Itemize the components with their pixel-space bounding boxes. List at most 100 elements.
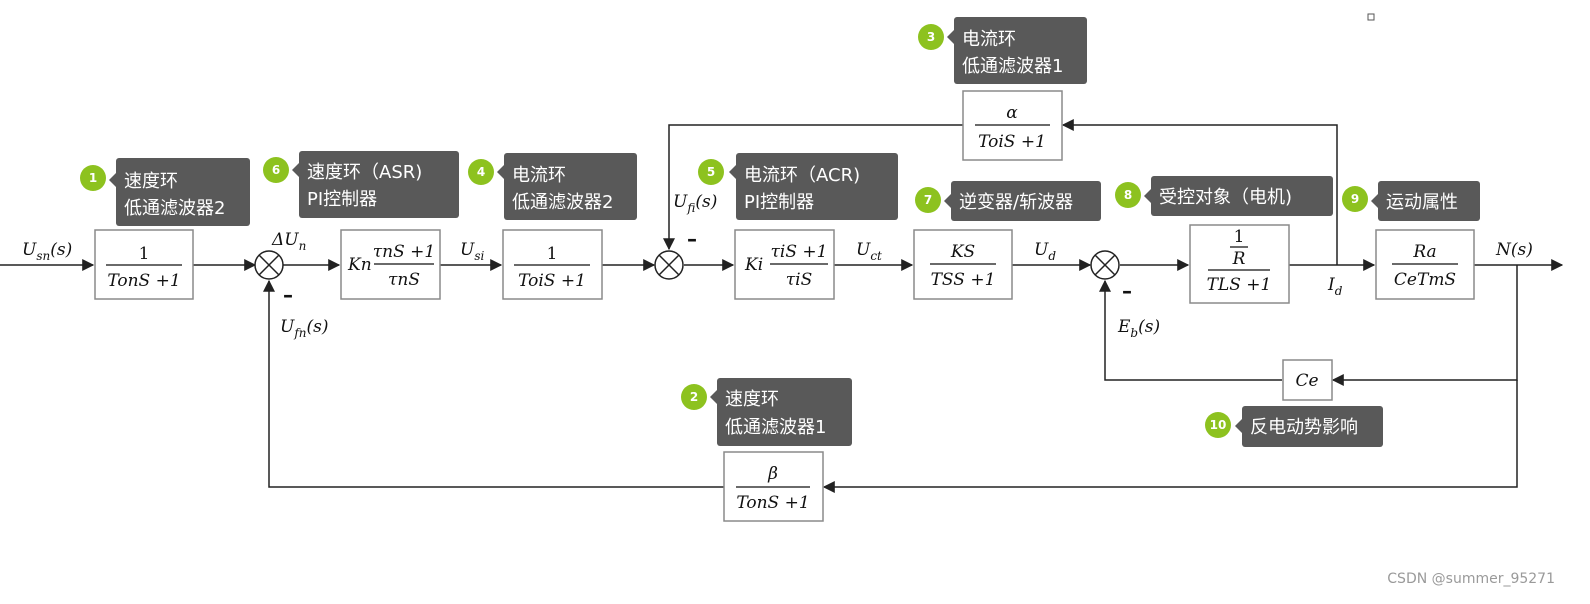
summing-junction-current — [654, 250, 684, 280]
signal-ns: N(s) — [1495, 240, 1533, 260]
corner-marker-icon — [1367, 13, 1375, 21]
callout-badge — [915, 187, 941, 213]
svg-text:低通滤波器2: 低通滤波器2 — [124, 198, 225, 219]
wire-id-to-cfilter1 — [1061, 119, 1338, 265]
svg-text:低通滤波器2: 低通滤波器2 — [512, 192, 613, 213]
svg-text:6: 6 — [272, 163, 280, 177]
callout-badge — [1342, 186, 1368, 212]
minus-sign-voltage: – — [1122, 279, 1132, 303]
callout-badge — [918, 24, 944, 50]
block-denominator: CeTmS — [1394, 270, 1456, 290]
callout-badge — [80, 165, 106, 191]
block-denominator: TonS +1 — [736, 493, 809, 513]
svg-text:速度环（ASR): 速度环（ASR) — [307, 162, 422, 183]
block-prefix: Ki — [744, 255, 763, 275]
svg-text:Id: Id — [1327, 275, 1343, 298]
svg-text:Usn(s): Usn(s) — [22, 240, 72, 263]
wire-sfilter1-to-sum1 — [263, 279, 724, 488]
block-numerator: 1 — [547, 244, 558, 264]
svg-text:速度环: 速度环 — [124, 171, 178, 192]
block-speed-filter-2: 1 TonS +1 — [94, 229, 194, 300]
svg-text:Usi: Usi — [460, 240, 484, 263]
callout-badge — [698, 159, 724, 185]
wire-ce-to-sum3 — [1099, 279, 1282, 381]
signal-eb: Eb(s) — [1117, 317, 1160, 340]
svg-text:7: 7 — [924, 193, 932, 207]
block-numerator: Ra — [1412, 242, 1436, 262]
svg-text:Ud: Ud — [1034, 240, 1056, 263]
svg-text:Ufi(s): Ufi(s) — [673, 192, 717, 215]
svg-text:Ufn(s): Ufn(s) — [280, 317, 329, 340]
block-denominator: τiS — [786, 270, 813, 290]
svg-text:电流环: 电流环 — [962, 29, 1016, 50]
svg-text:Uct: Uct — [856, 240, 882, 263]
callout-2: 2 速度环 低通滤波器1 — [681, 378, 852, 446]
block-numerator: τnS +1 — [373, 242, 435, 262]
callout-3: 3 电流环 低通滤波器1 — [918, 17, 1087, 84]
svg-text:PI控制器: PI控制器 — [307, 189, 377, 210]
callout-badge — [1115, 182, 1141, 208]
svg-text:反电动势影响: 反电动势影响 — [1250, 417, 1358, 438]
summing-junction-speed — [254, 250, 284, 280]
svg-text:8: 8 — [1124, 188, 1132, 202]
signal-uct: Uct — [856, 240, 882, 263]
svg-text:4: 4 — [477, 165, 485, 179]
block-numerator: β — [767, 464, 778, 484]
svg-text:Eb(s): Eb(s) — [1117, 317, 1160, 340]
minus-sign-current: – — [687, 227, 697, 251]
block-denominator: TLS +1 — [1207, 275, 1272, 295]
block-numerator-bottom: R — [1232, 249, 1246, 269]
block-current-filter-1: α ToiS +1 — [962, 90, 1063, 161]
signal-usi: Usi — [460, 240, 484, 263]
callout-1: 1 速度环 低通滤波器2 — [80, 158, 250, 226]
wires — [0, 119, 1564, 493]
callout-10: 10 反电动势影响 — [1205, 406, 1383, 447]
callout-4: 4 电流环 低通滤波器2 — [468, 153, 637, 220]
svg-text:3: 3 — [927, 30, 935, 44]
svg-text:速度环: 速度环 — [725, 389, 779, 410]
wire-n-to-sfilter1 — [822, 380, 1518, 493]
minus-sign-speed: – — [283, 283, 293, 307]
signal-id: Id — [1327, 275, 1343, 298]
svg-text:1: 1 — [89, 171, 97, 185]
svg-text:9: 9 — [1351, 192, 1359, 206]
callout-badge — [681, 384, 707, 410]
block-denominator: ToiS +1 — [978, 132, 1046, 152]
block-numerator: α — [1006, 103, 1018, 123]
block-motion: Ra CeTmS — [1375, 229, 1475, 300]
callout-5: 5 电流环（ACR) PI控制器 — [698, 153, 898, 220]
svg-text:PI控制器: PI控制器 — [744, 192, 814, 213]
svg-text:低通滤波器1: 低通滤波器1 — [725, 417, 826, 438]
block-motor: 1 R TLS +1 — [1189, 224, 1290, 304]
callout-7: 7 逆变器/斩波器 — [915, 181, 1101, 221]
callout-badge — [1205, 412, 1231, 438]
block-asr-pi: Kn τnS +1 τnS — [340, 229, 441, 300]
signal-ufn: Ufn(s) — [280, 317, 329, 340]
svg-text:受控对象（电机): 受控对象（电机) — [1159, 187, 1292, 208]
svg-text:10: 10 — [1210, 418, 1227, 432]
block-numerator: τiS +1 — [771, 242, 828, 262]
callout-badge — [263, 157, 289, 183]
signal-ufi: Ufi(s) — [673, 192, 717, 215]
signal-ud: Ud — [1034, 240, 1056, 263]
svg-text:电流环（ACR): 电流环（ACR) — [744, 165, 860, 186]
block-prefix: Kn — [347, 255, 372, 275]
block-numerator: 1 — [139, 244, 150, 264]
block-acr-pi: Ki τiS +1 τiS — [734, 229, 835, 300]
block-denominator: ToiS +1 — [518, 271, 586, 291]
block-label: Ce — [1295, 371, 1318, 391]
svg-text:低通滤波器1: 低通滤波器1 — [962, 56, 1063, 77]
callout-9: 9 运动属性 — [1342, 181, 1480, 221]
watermark: CSDN @summer_95271 — [1387, 571, 1555, 587]
signal-delta-un: ΔUn — [271, 230, 306, 253]
block-speed-filter-1: β TonS +1 — [723, 451, 824, 522]
block-numerator: KS — [950, 242, 975, 262]
block-current-filter-2: 1 ToiS +1 — [502, 229, 603, 300]
signal-usn: Usn(s) — [22, 240, 72, 263]
svg-text:运动属性: 运动属性 — [1386, 192, 1458, 213]
svg-text:逆变器/斩波器: 逆变器/斩波器 — [959, 192, 1073, 213]
wire-cfilter1-to-sum2 — [663, 124, 963, 251]
svg-text:5: 5 — [707, 165, 715, 179]
block-back-emf-ce: Ce — [1282, 359, 1333, 401]
